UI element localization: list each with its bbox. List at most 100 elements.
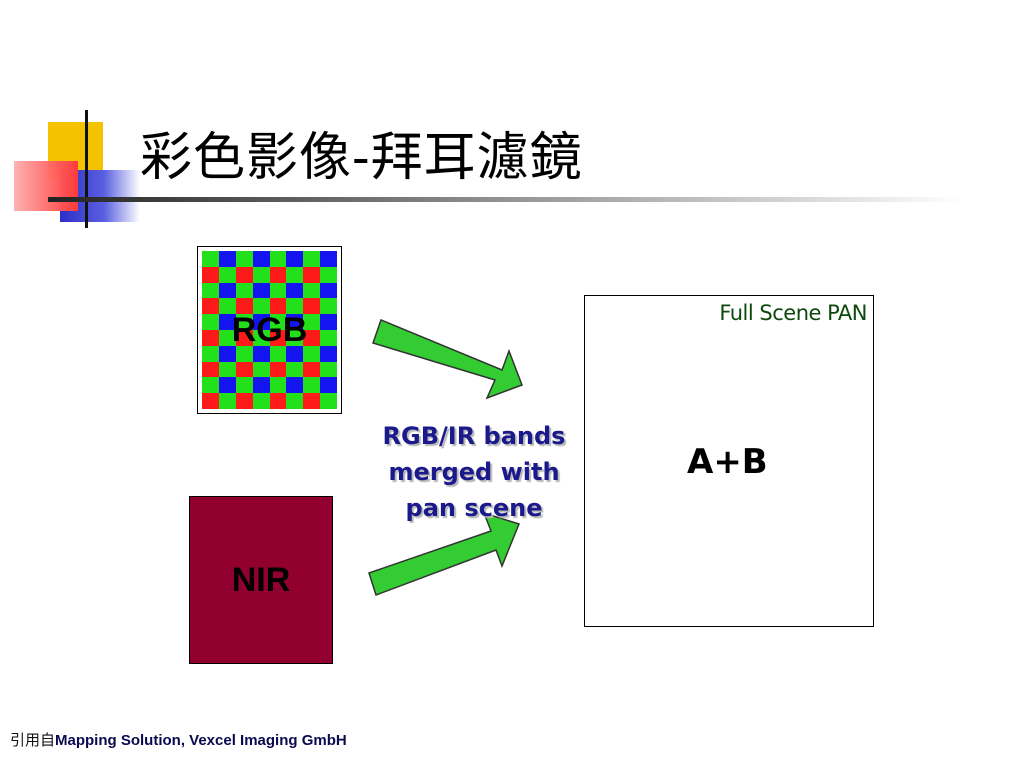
bayer-cell [286, 282, 304, 299]
bayer-cell [303, 266, 321, 283]
bayer-cell [218, 266, 236, 283]
bayer-cell [320, 377, 337, 394]
bayer-cell [252, 251, 270, 267]
bayer-cell [286, 377, 304, 394]
bayer-cell [286, 330, 304, 346]
bayer-cell [235, 377, 253, 394]
title-underline [48, 197, 963, 202]
bayer-cell [269, 361, 287, 378]
merge-caption-line: merged with [388, 458, 560, 486]
bayer-cell [235, 361, 253, 378]
bayer-cell [218, 282, 236, 299]
bayer-cell [252, 377, 270, 394]
bayer-cell [235, 266, 253, 283]
bayer-cell [202, 330, 219, 346]
bayer-cell [269, 345, 287, 362]
bayer-cell [320, 282, 337, 299]
bayer-cell [269, 282, 287, 299]
bayer-cell [252, 393, 270, 409]
decor-red-square [14, 161, 78, 211]
arrow-nir-to-pan [368, 511, 521, 596]
bayer-label: RGB [231, 311, 308, 349]
bayer-cell [269, 266, 287, 283]
bayer-cell [303, 298, 321, 315]
bayer-cell [202, 377, 219, 394]
bayer-cell [269, 251, 287, 267]
bayer-cell [235, 330, 253, 346]
bayer-cell [235, 393, 253, 409]
bayer-cell [218, 298, 236, 315]
bayer-cell [286, 393, 304, 409]
bayer-cell [202, 314, 219, 330]
pan-scene-content: A+B [687, 442, 768, 482]
bayer-cell [218, 251, 236, 267]
bayer-cell [235, 282, 253, 299]
bayer-cell [286, 314, 304, 330]
bayer-cell [235, 251, 253, 267]
nir-label: NIR [231, 561, 291, 599]
bayer-cell [202, 393, 219, 409]
bayer-cell [303, 361, 321, 378]
merge-caption-line: pan scene [405, 494, 543, 522]
bayer-cell [303, 251, 321, 267]
bayer-cell [320, 330, 337, 346]
bayer-cell [218, 330, 236, 346]
bayer-cell [320, 314, 337, 330]
bayer-cell [320, 251, 337, 267]
bayer-cell [303, 345, 321, 362]
merge-caption-line: RGB/IR bands [382, 422, 566, 450]
credit-source: Mapping Solution, Vexcel Imaging GmbH [55, 732, 347, 749]
bayer-cell [269, 298, 287, 315]
bayer-cell [286, 266, 304, 283]
bayer-cell [269, 330, 287, 346]
bayer-cell [252, 282, 270, 299]
bayer-cell [252, 314, 270, 330]
bayer-cell [218, 377, 236, 394]
bayer-cell [218, 345, 236, 362]
bayer-cell [320, 393, 337, 409]
bayer-cell [252, 345, 270, 362]
bayer-cell [286, 361, 304, 378]
bayer-cell [218, 314, 236, 330]
bayer-cell [303, 377, 321, 394]
bayer-cell [218, 361, 236, 378]
bayer-cell [218, 393, 236, 409]
bayer-cell [269, 314, 287, 330]
bayer-cell [269, 393, 287, 409]
bayer-cell [269, 377, 287, 394]
bayer-cell [320, 266, 337, 283]
bayer-cell [235, 314, 253, 330]
bayer-cell [202, 298, 219, 315]
merge-caption: RGB/IR bands merged with pan scene [356, 418, 592, 526]
bayer-cell [303, 282, 321, 299]
bayer-grid [202, 251, 337, 409]
bayer-cell [303, 314, 321, 330]
bayer-cell [286, 298, 304, 315]
bayer-cell [202, 266, 219, 283]
bayer-cell [202, 361, 219, 378]
slide-title: 彩色影像-拜耳濾鏡 [140, 128, 583, 188]
bayer-cell [320, 361, 337, 378]
pan-scene-title: Full Scene PAN [719, 301, 867, 325]
bayer-cell [286, 251, 304, 267]
bayer-cell [303, 330, 321, 346]
bayer-cell [252, 298, 270, 315]
bayer-cell [252, 361, 270, 378]
credit-line: 引用自Mapping Solution, Vexcel Imaging GmbH [10, 729, 347, 750]
arrow-rgb-to-pan [372, 319, 523, 400]
bayer-cell [320, 298, 337, 315]
bayer-cell [303, 393, 321, 409]
bayer-cell [286, 345, 304, 362]
bayer-cell [202, 282, 219, 299]
bayer-cell [202, 345, 219, 362]
bayer-cell [202, 251, 219, 267]
bayer-cell [320, 345, 337, 362]
bayer-cell [235, 345, 253, 362]
bayer-cell [252, 330, 270, 346]
bayer-cell [252, 266, 270, 283]
credit-prefix: 引用自 [10, 731, 56, 749]
nir-block: NIR [189, 496, 333, 664]
pan-scene-box: Full Scene PAN A+B [584, 295, 874, 627]
bayer-filter-mosaic: RGB [197, 246, 342, 414]
decor-vertical-line [85, 110, 88, 228]
